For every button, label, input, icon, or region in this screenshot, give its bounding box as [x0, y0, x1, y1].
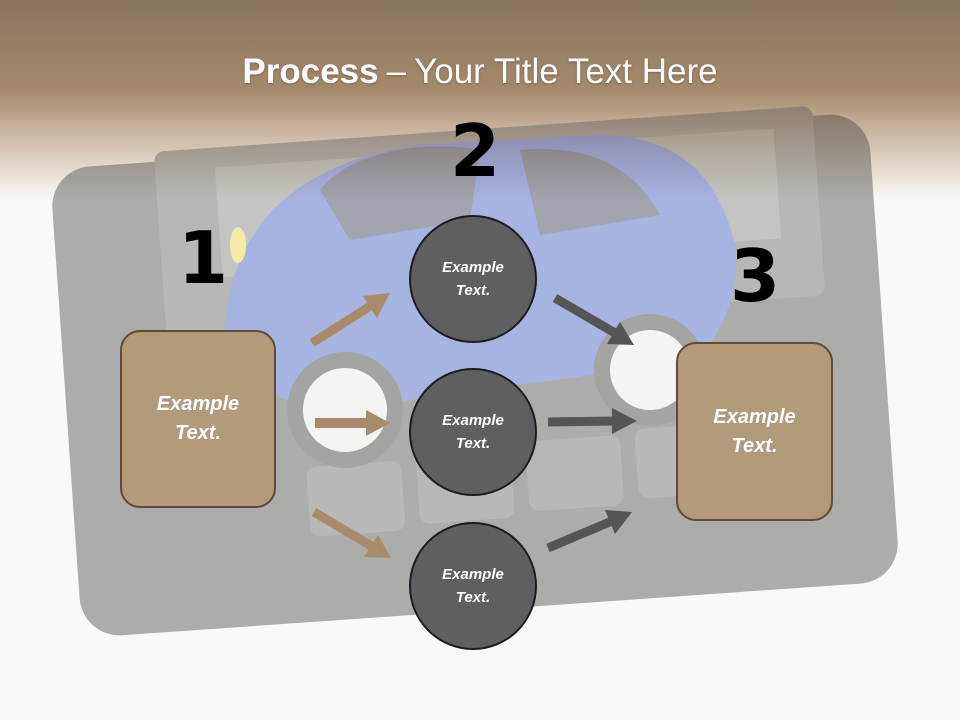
output-box-text: Example Text.	[713, 405, 796, 457]
process-circle-top: Example Text.	[409, 215, 537, 343]
title-dash: –	[386, 52, 407, 91]
title-rest: Your Title Text Here	[414, 52, 718, 91]
arrow-middle-to-right	[547, 408, 637, 434]
title-bold: Process	[242, 52, 379, 91]
step-number-1: 1	[178, 216, 229, 300]
process-circle-bottom: Example Text.	[409, 522, 537, 650]
process-circle-middle-text: Example Text.	[442, 412, 504, 452]
process-circle-top-text: Example Text.	[442, 259, 504, 299]
arrow-bottom-to-right	[546, 510, 632, 553]
header-gradient	[0, 0, 960, 200]
arrow-left-to-middle	[315, 410, 390, 436]
input-box: Example Text.	[120, 330, 276, 508]
process-circle-middle: Example Text.	[409, 368, 537, 496]
step-number-2: 2	[450, 109, 501, 193]
output-box: Example Text.	[676, 342, 833, 521]
arrow-top-to-right	[552, 294, 634, 345]
process-circle-bottom-text: Example Text.	[442, 566, 504, 606]
slide-title: Process–Your Title Text Here	[0, 52, 960, 92]
arrow-left-to-top	[309, 293, 390, 347]
arrow-left-to-bottom	[311, 508, 391, 558]
step-number-3: 3	[730, 234, 781, 318]
input-box-text: Example Text.	[156, 393, 240, 444]
